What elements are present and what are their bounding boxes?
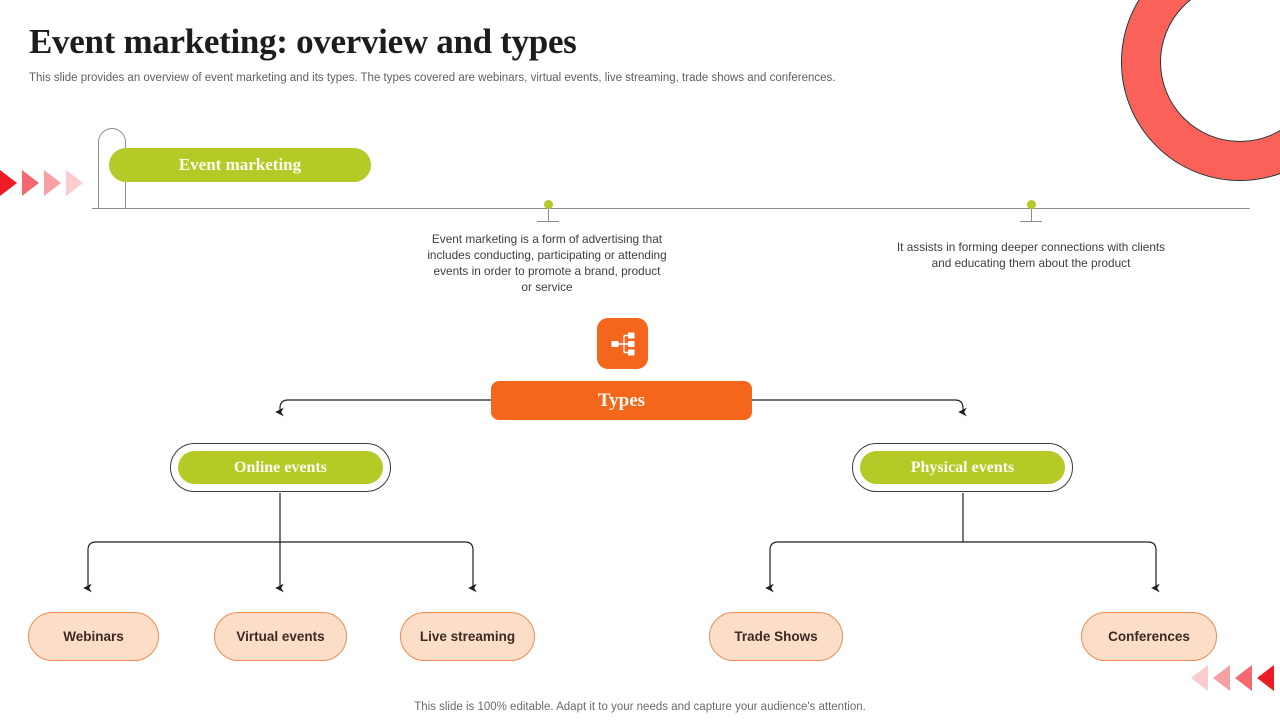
pin-base-bar bbox=[537, 221, 559, 222]
pin-marker-1 bbox=[535, 200, 561, 222]
description-text-1: Event marketing is a form of advertising… bbox=[427, 232, 667, 294]
branch-node-online-events[interactable]: Online events bbox=[170, 443, 391, 492]
pin-base-bar bbox=[1020, 221, 1042, 222]
decorative-triangles-right bbox=[1191, 665, 1274, 691]
pin-stem bbox=[547, 209, 549, 221]
branch-node-physical-events[interactable]: Physical events bbox=[852, 443, 1073, 492]
triangle-left-icon bbox=[1191, 665, 1208, 691]
event-marketing-node[interactable]: Event marketing bbox=[109, 148, 371, 182]
types-root-node[interactable]: Types bbox=[491, 381, 752, 420]
decorative-triangles-left bbox=[0, 170, 83, 196]
leaf-node-webinars[interactable]: Webinars bbox=[28, 612, 159, 661]
branch-node-online-events-label: Online events bbox=[178, 451, 383, 484]
leaf-node-trade-shows[interactable]: Trade Shows bbox=[709, 612, 843, 661]
leaf-node-virtual-events[interactable]: Virtual events bbox=[214, 612, 347, 661]
pin-dot-icon bbox=[543, 200, 553, 209]
triangle-right-icon bbox=[22, 170, 39, 196]
decorative-ring-shape bbox=[1121, 0, 1280, 181]
leaf-node-conferences[interactable]: Conferences bbox=[1081, 612, 1217, 661]
branch-node-physical-events-label: Physical events bbox=[860, 451, 1065, 484]
triangle-right-icon bbox=[0, 170, 17, 196]
leaf-node-live-streaming[interactable]: Live streaming bbox=[400, 612, 535, 661]
description-text-2: It assists in forming deeper connections… bbox=[896, 240, 1166, 270]
hierarchy-icon-glyph bbox=[611, 332, 634, 355]
slide-subtitle: This slide provides an overview of event… bbox=[29, 72, 836, 84]
footer-note: This slide is 100% editable. Adapt it to… bbox=[414, 701, 866, 713]
triangle-right-icon bbox=[44, 170, 61, 196]
triangle-right-icon bbox=[66, 170, 83, 196]
pin-stem bbox=[1030, 209, 1032, 221]
hierarchy-icon bbox=[597, 318, 648, 369]
pin-marker-2 bbox=[1018, 200, 1044, 222]
slide-title: Event marketing: overview and types bbox=[29, 22, 577, 61]
top-baseline-connector bbox=[92, 208, 1250, 209]
pin-dot-icon bbox=[1026, 200, 1036, 209]
triangle-left-icon bbox=[1257, 665, 1274, 691]
triangle-left-icon bbox=[1213, 665, 1230, 691]
triangle-left-icon bbox=[1235, 665, 1252, 691]
